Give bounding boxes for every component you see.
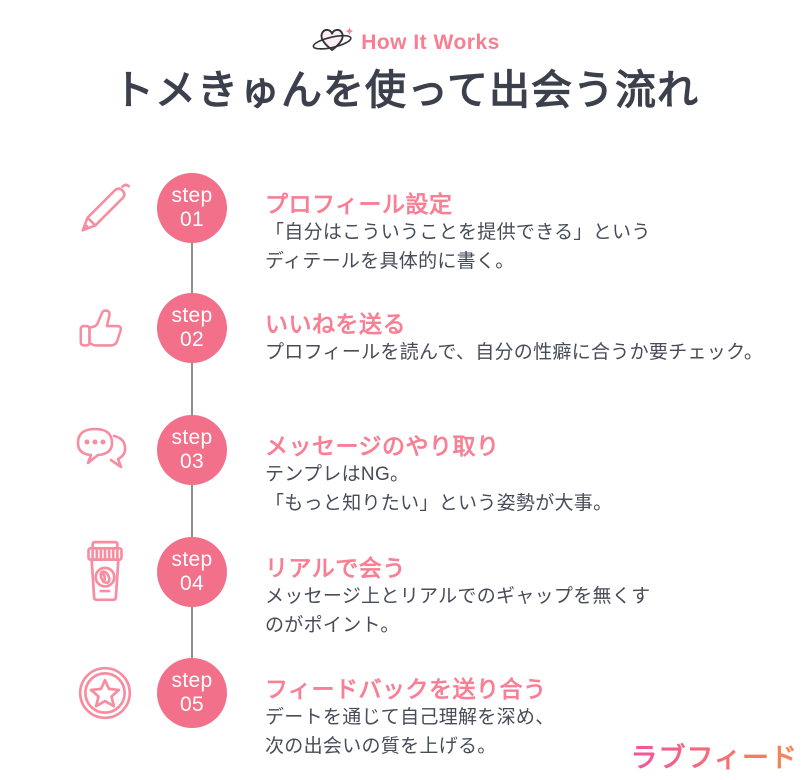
step-body-line: テンプレはNG。 <box>265 464 410 485</box>
step-word: step <box>171 304 213 328</box>
step-body: テンプレはNG。 「もっと知りたい」という姿勢が大事。 <box>265 461 612 518</box>
step-badge-3: step 03 <box>157 415 227 485</box>
step-body: メッセージ上とリアルでのギャップを無くす のがポイント。 <box>265 583 650 640</box>
step-badge-2: step 02 <box>157 293 227 363</box>
step-body-line: 次の出会いの質を上げる。 <box>265 735 497 757</box>
step-number: 01 <box>180 208 204 231</box>
step-row-1: step 01 プロフィール設定 「自分はこういうことを提供できる」という ディ… <box>0 173 812 293</box>
step-number: 02 <box>180 328 204 351</box>
step-row-3: step 03 メッセージのやり取り テンプレはNG。 「もっと知りたい」という… <box>0 415 812 535</box>
step-row-5: step 05 フィードバックを送り合う デートを通じて自己理解を深め、 次の出… <box>0 658 812 778</box>
step-heading: フィードバックを送り合う <box>265 676 547 702</box>
step-row-2: step 02 いいねを送る プロフィールを読んで、自分の性癖に合うか要チェック… <box>0 293 812 413</box>
star-badge-icon <box>64 658 146 728</box>
step-body: 「自分はこういうことを提供できる」という ディテールを具体的に書く。 <box>265 219 651 276</box>
step-number: 05 <box>180 693 204 716</box>
header-label: How It Works <box>361 30 500 54</box>
brand-logo: ラブフィード <box>631 736 798 775</box>
header: How It Works <box>0 22 812 63</box>
chat-bubbles-icon <box>64 415 146 485</box>
step-heading: メッセージのやり取り <box>265 433 500 459</box>
step-badge-1: step 01 <box>157 173 227 243</box>
step-number: 03 <box>180 450 204 473</box>
step-badge-5: step 05 <box>157 658 227 728</box>
step-heading: いいねを送る <box>265 311 406 337</box>
step-word: step <box>171 184 213 208</box>
heart-orbit-icon <box>312 22 354 63</box>
step-body: プロフィールを読んで、自分の性癖に合うか要チェック。 <box>265 339 763 368</box>
step-badge-4: step 04 <box>157 537 227 607</box>
step-body: デートを通じて自己理解を深め、 次の出会いの質を上げる。 <box>265 704 555 761</box>
step-body-line: プロフィールを読んで、自分の性癖に合うか要チェック。 <box>265 342 764 363</box>
step-body-line: ディテールを具体的に書く。 <box>265 250 515 272</box>
step-body-line: メッセージ上とリアルでのギャップを無くす <box>265 586 651 607</box>
step-body-line: デートを通じて自己理解を深め、 <box>265 707 555 728</box>
step-heading: リアルで会う <box>265 555 406 581</box>
pen-icon <box>64 173 146 243</box>
step-body-line: のがポイント。 <box>265 614 400 636</box>
thumbs-up-icon <box>64 293 146 363</box>
step-number: 04 <box>180 572 204 595</box>
coffee-cup-icon <box>64 537 146 607</box>
step-body-line: 「もっと知りたい」という姿勢が大事。 <box>265 492 613 514</box>
page-title: トメきゅんを使って出会う流れ <box>113 67 699 113</box>
step-body-line: 「自分はこういうことを提供できる」という <box>265 222 651 243</box>
step-word: step <box>171 548 213 572</box>
step-row-4: step 04 リアルで会う メッセージ上とリアルでのギャップを無くす のがポイ… <box>0 537 812 657</box>
step-heading: プロフィール設定 <box>265 191 453 217</box>
step-word: step <box>171 426 213 450</box>
step-word: step <box>171 669 213 693</box>
